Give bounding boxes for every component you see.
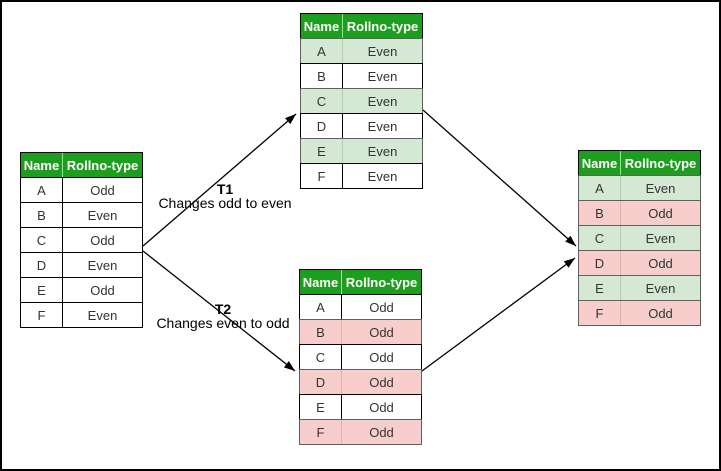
- table-row: B Even: [20, 202, 143, 228]
- table-row: E Even: [578, 275, 701, 301]
- initial-state-table: Name Rollno-type A Odd B Even C Odd D Ev…: [20, 152, 143, 328]
- cell-name: C: [594, 230, 605, 246]
- column-header-rollno-type: Rollno-type: [342, 14, 422, 38]
- cell-rollno-type: Odd: [341, 420, 421, 444]
- cell-rollno-type: Even: [62, 253, 142, 277]
- table-row: F Even: [300, 163, 423, 189]
- cell-name: F: [316, 424, 325, 440]
- cell-name: B: [316, 324, 325, 340]
- table-row: D Odd: [578, 250, 701, 276]
- arrow-t2: [142, 250, 296, 372]
- t1-result-table: Name Rollno-type A Even B Even C Even D …: [300, 13, 423, 189]
- cell-rollno-type: Even: [342, 39, 422, 63]
- cell-name: F: [37, 307, 46, 323]
- table-row: D Odd: [299, 369, 422, 395]
- cell-name: A: [316, 299, 325, 315]
- cell-name: E: [317, 143, 326, 159]
- table-row: A Even: [578, 175, 701, 201]
- t2-name: T2: [214, 301, 232, 317]
- cell-rollno-type: Even: [342, 89, 422, 113]
- cell-name: B: [595, 205, 604, 221]
- cell-rollno-type: Odd: [341, 345, 421, 369]
- arrow-t1: [142, 113, 297, 247]
- column-header-name: Name: [23, 157, 60, 173]
- table-row: A Odd: [20, 177, 143, 203]
- transition-t1-label: T1 Changes odd to even: [152, 182, 298, 210]
- cell-name: C: [316, 93, 327, 109]
- cell-rollno-type: Even: [620, 276, 700, 300]
- cell-name: D: [594, 255, 605, 271]
- table-row: A Odd: [299, 294, 422, 320]
- cell-rollno-type: Odd: [341, 395, 421, 419]
- cell-rollno-type: Odd: [62, 228, 142, 252]
- cell-name: E: [595, 280, 604, 296]
- table-row: B Odd: [578, 200, 701, 226]
- cell-rollno-type: Odd: [620, 251, 700, 275]
- t1-name: T1: [216, 181, 234, 197]
- t2-description: Changes even to odd: [156, 315, 290, 331]
- transition-t2-label: T2 Changes even to odd: [150, 302, 296, 330]
- cell-rollno-type: Odd: [620, 201, 700, 225]
- cell-name: A: [317, 43, 326, 59]
- table-header-row: Name Rollno-type: [299, 269, 422, 295]
- column-header-name: Name: [302, 274, 339, 290]
- cell-rollno-type: Even: [620, 176, 700, 200]
- cell-name: F: [595, 305, 604, 321]
- table-row: C Odd: [299, 344, 422, 370]
- table-row: F Odd: [578, 300, 701, 326]
- table-row: E Odd: [20, 277, 143, 303]
- table-row: C Even: [300, 88, 423, 114]
- table-row: F Even: [20, 302, 143, 328]
- table-row: E Even: [300, 138, 423, 164]
- arrow-t2-to-final: [421, 257, 576, 372]
- arrow-t1-to-final: [422, 109, 577, 247]
- table-header-row: Name Rollno-type: [20, 152, 143, 178]
- t1-description: Changes odd to even: [158, 195, 292, 211]
- cell-name: C: [315, 349, 326, 365]
- cell-name: A: [595, 180, 604, 196]
- cell-rollno-type: Even: [342, 164, 422, 188]
- cell-rollno-type: Even: [342, 114, 422, 138]
- t2-result-table: Name Rollno-type A Odd B Odd C Odd D Odd…: [299, 269, 422, 445]
- table-row: A Even: [300, 38, 423, 64]
- cell-rollno-type: Even: [620, 226, 700, 250]
- column-header-rollno-type: Rollno-type: [341, 270, 421, 294]
- table-row: F Odd: [299, 419, 422, 445]
- cell-rollno-type: Even: [62, 203, 142, 227]
- cell-name: B: [317, 68, 326, 84]
- table-row: E Odd: [299, 394, 422, 420]
- column-header-name: Name: [581, 155, 618, 171]
- table-row: D Even: [300, 113, 423, 139]
- column-header-rollno-type: Rollno-type: [620, 151, 700, 175]
- cell-rollno-type: Even: [342, 139, 422, 163]
- column-header-name: Name: [303, 18, 340, 34]
- cell-name: D: [315, 374, 326, 390]
- cell-name: F: [317, 168, 326, 184]
- cell-name: D: [316, 118, 327, 134]
- table-row: C Odd: [20, 227, 143, 253]
- cell-rollno-type: Odd: [62, 178, 142, 202]
- cell-name: E: [316, 399, 325, 415]
- table-row: B Odd: [299, 319, 422, 345]
- table-header-row: Name Rollno-type: [578, 150, 701, 176]
- final-state-table: Name Rollno-type A Even B Odd C Even D O…: [578, 150, 701, 326]
- cell-name: C: [36, 232, 47, 248]
- cell-rollno-type: Odd: [341, 370, 421, 394]
- table-row: B Even: [300, 63, 423, 89]
- cell-rollno-type: Even: [342, 64, 422, 88]
- table-row: C Even: [578, 225, 701, 251]
- cell-name: A: [37, 182, 46, 198]
- cell-name: D: [36, 257, 47, 273]
- table-row: D Even: [20, 252, 143, 278]
- column-header-rollno-type: Rollno-type: [62, 153, 142, 177]
- cell-rollno-type: Even: [62, 303, 142, 327]
- cell-rollno-type: Odd: [341, 295, 421, 319]
- table-header-row: Name Rollno-type: [300, 13, 423, 39]
- cell-rollno-type: Odd: [62, 278, 142, 302]
- cell-rollno-type: Odd: [620, 301, 700, 325]
- cell-rollno-type: Odd: [341, 320, 421, 344]
- cell-name: E: [37, 282, 46, 298]
- cell-name: B: [37, 207, 46, 223]
